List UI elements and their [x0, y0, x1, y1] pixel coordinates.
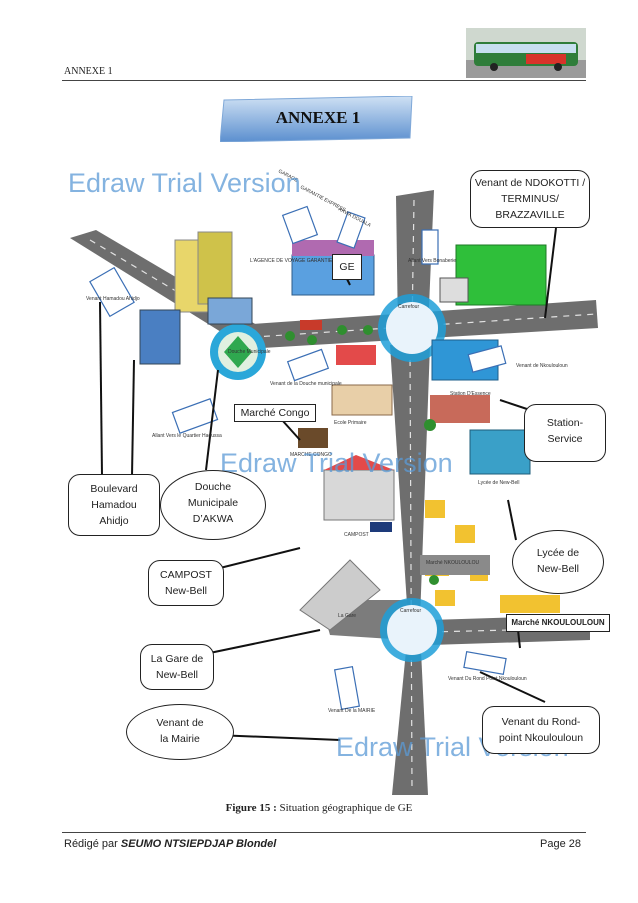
footer-author: Rédigé par SEUMO NTSIEPDJAP Blondel: [64, 838, 276, 850]
callout-boulevard: Boulevard Hamadou Ahidjo: [68, 474, 160, 536]
footer-prefix: Rédigé par: [64, 838, 121, 850]
footer-rule: [62, 832, 586, 833]
annexe-title: ANNEXE 1: [275, 108, 361, 127]
svg-text:Station D'Essence: Station D'Essence: [450, 391, 491, 397]
watermark-middle: Edraw Trial Version: [220, 448, 453, 478]
annexe-banner: [220, 96, 413, 142]
callout-station-service: Station- Service: [524, 404, 606, 462]
svg-text:Venant de la Douche municipale: Venant de la Douche municipale: [270, 381, 342, 387]
header-label: ANNEXE 1: [64, 66, 113, 77]
svg-text:Marché NKOULOULOU: Marché NKOULOULOU: [426, 560, 479, 566]
svg-text:Douche Municipale: Douche Municipale: [228, 349, 271, 355]
callout-douche: Douche Municipale D’AKWA: [160, 470, 266, 540]
callout-rond-point: Venant du Rond- point Nkoulouloun: [482, 706, 600, 754]
svg-text:Allant Vers le Quartier Haouss: Allant Vers le Quartier Haoussa: [152, 433, 222, 439]
svg-text:Allant Vers Bonaberie: Allant Vers Bonaberie: [408, 258, 456, 264]
roundabout-douche: [210, 324, 266, 380]
direction-arrows: [89, 205, 507, 710]
svg-text:MARCHE CONGO: MARCHE CONGO: [290, 452, 332, 458]
svg-text:Venant Hamadou Ahidjo: Venant Hamadou Ahidjo: [86, 296, 140, 302]
figure-text: Situation géographique de GE: [276, 802, 413, 814]
callout-ge: GE: [332, 254, 362, 280]
svg-text:Venant De la MAIRIE: Venant De la MAIRIE: [328, 708, 376, 714]
watermark-top: Edraw Trial Version: [68, 168, 301, 198]
footer-page: Page 28: [540, 838, 581, 850]
figure-label: Figure 15 :: [225, 802, 277, 814]
svg-text:La Gare: La Gare: [338, 613, 356, 619]
figure-caption: Figure 15 : Situation géographique de GE: [0, 802, 638, 814]
callout-gare: La Gare de New-Bell: [140, 644, 214, 690]
callout-mairie: Venant de la Mairie: [126, 704, 234, 760]
svg-text:Venant de Nkoulouloun: Venant de Nkoulouloun: [516, 363, 568, 369]
svg-text:L'AGENCE DE VOYAGE GARANTIE EX: L'AGENCE DE VOYAGE GARANTIE EXPRESS: [250, 258, 358, 264]
svg-text:Venant Du Rond Point Nkouloulo: Venant Du Rond Point Nkoulouloun: [448, 676, 527, 682]
bus-photo: [466, 28, 586, 78]
callout-marche-nkoulouloun: Marché NKOULOULOUN: [506, 614, 610, 632]
callout-ndokotti: Venant de NDOKOTTI / TERMINUS/ BRAZZAVIL…: [470, 170, 590, 228]
callout-campost: CAMPOST New-Bell: [148, 560, 224, 606]
callout-lycee: Lycée de New-Bell: [512, 530, 604, 594]
svg-text:CAMPOST: CAMPOST: [344, 532, 369, 538]
svg-text:Carrefour: Carrefour: [398, 304, 419, 310]
svg-text:Lycée de New-Bell: Lycée de New-Bell: [478, 480, 520, 486]
roundabout-bottom: [380, 598, 444, 662]
roundabout-top: [378, 294, 446, 362]
trees: [285, 325, 439, 585]
callout-marche-congo: Marché Congo: [234, 404, 316, 422]
svg-text:Ecole Primaire: Ecole Primaire: [334, 420, 367, 426]
header-rule: [62, 80, 586, 81]
svg-text:Carrefour: Carrefour: [400, 608, 421, 614]
footer-author-name: SEUMO NTSIEPDJAP Blondel: [120, 838, 277, 850]
